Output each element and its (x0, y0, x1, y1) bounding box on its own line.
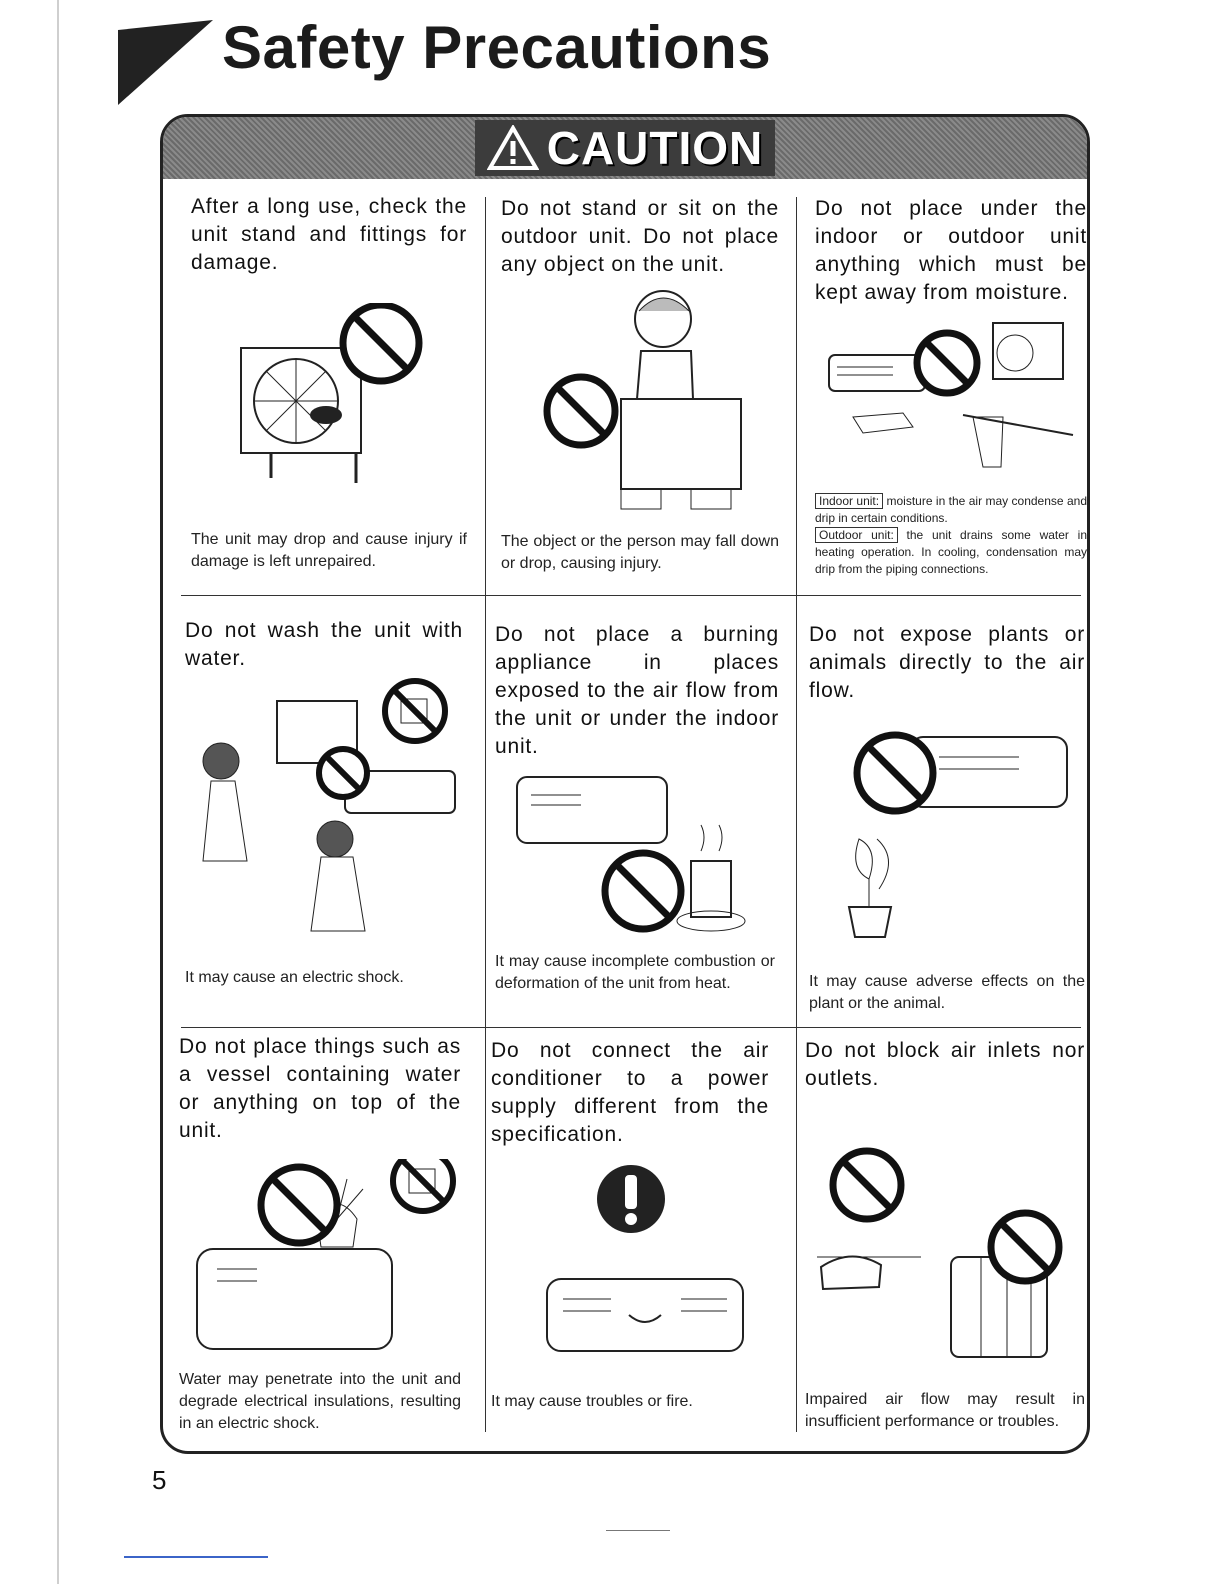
indoor-unit-note: moisture in the air may condense and dri… (815, 494, 1087, 525)
plant-in-airflow-illustration (847, 731, 1068, 938)
precaution-note: The object or the person may fall down o… (501, 533, 779, 572)
warning-triangle-icon (486, 125, 539, 170)
blocked-inlets-illustration (817, 1147, 1063, 1358)
outdoor-unit-damage-illustration (240, 303, 423, 483)
precaution-title: Do not place things such as a vessel con… (179, 1035, 461, 1142)
indoor-outdoor-note: Indoor unit: moisture in the air may con… (815, 493, 1087, 578)
column-divider (796, 197, 797, 1432)
precaution-note: It may cause an electric shock. (185, 969, 404, 986)
power-supply-illustration (546, 1165, 744, 1352)
caution-panel: CAUTION After a long use, check the unit… (160, 114, 1090, 1454)
row-divider (181, 1027, 1081, 1028)
precaution-title: Do not stand or sit on the outdoor unit.… (501, 197, 779, 276)
outdoor-unit-note: the unit drains some water in heating op… (815, 528, 1087, 576)
bottom-dash (606, 1530, 670, 1531)
precaution-cell: Do not expose plants or animals directly… (809, 621, 1085, 1021)
precaution-cell: Do not place a burning appliance in plac… (495, 621, 779, 1021)
precaution-title: Do not place under the indoor or outdoor… (815, 197, 1087, 304)
indoor-unit-label: Indoor unit: (815, 493, 884, 509)
moisture-drip-illustration (828, 322, 1074, 468)
precaution-title: Do not place a burning appliance in plac… (495, 623, 779, 758)
page-title: Safety Precautions (222, 14, 772, 81)
vase-on-unit-illustration (196, 1159, 456, 1350)
precaution-note: It may cause troubles or fire. (491, 1393, 693, 1410)
outdoor-unit-label: Outdoor unit: (815, 527, 898, 543)
washing-unit-illustration (202, 678, 456, 932)
precaution-title: After a long use, check the unit stand a… (191, 195, 467, 274)
child-sitting-on-unit-illustration (543, 290, 742, 510)
heater-under-unit-illustration (516, 776, 746, 933)
precaution-cell: Do not stand or sit on the outdoor unit.… (501, 195, 779, 595)
precaution-cell: Do not place things such as a vessel con… (179, 1033, 461, 1433)
precaution-note: Water may penetrate into the unit and de… (179, 1371, 461, 1432)
precaution-cell: After a long use, check the unit stand a… (191, 193, 467, 593)
precaution-note: It may cause adverse effects on the plan… (809, 973, 1085, 1012)
bottom-underline (124, 1556, 268, 1558)
precaution-title: Do not wash the unit with water. (185, 619, 463, 670)
precaution-cell: Do not connect the air conditioner to a … (491, 1037, 769, 1437)
precaution-note: It may cause incomplete combustion or de… (495, 953, 775, 992)
precaution-title: Do not block air inlets nor outlets. (805, 1039, 1085, 1090)
caution-label: CAUTION (546, 122, 764, 174)
caution-label-box: CAUTION (474, 120, 776, 176)
precaution-title: Do not expose plants or animals directly… (809, 623, 1085, 702)
precaution-cell: Do not block air inlets nor outlets. Imp… (805, 1037, 1085, 1437)
precaution-note: Impaired air flow may result in insuffic… (805, 1391, 1085, 1430)
precaution-cell: Do not wash the unit with water. It may … (185, 617, 463, 1017)
precaution-title: Do not connect the air conditioner to a … (491, 1039, 769, 1146)
row-divider (181, 595, 1081, 596)
corner-triangle-mark (118, 20, 213, 105)
caution-header: CAUTION (163, 117, 1087, 179)
page-number: 5 (152, 1465, 167, 1495)
precaution-note: The unit may drop and cause injury if da… (191, 531, 467, 570)
precaution-cell: Do not place under the indoor or outdoor… (815, 195, 1087, 595)
left-margin-rule (57, 0, 59, 1584)
column-divider (485, 197, 486, 1432)
